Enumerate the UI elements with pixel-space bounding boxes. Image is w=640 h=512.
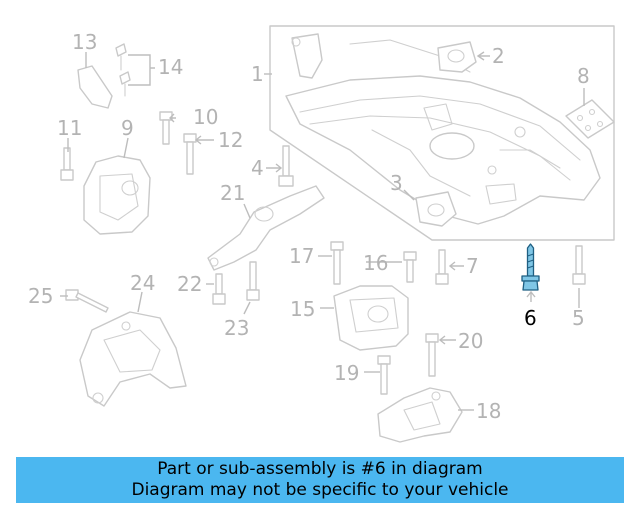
bolt-part-6-highlighted[interactable]	[521, 243, 540, 291]
bolt-part-22	[212, 273, 226, 305]
info-banner: Part or sub-assembly is #6 in diagram Di…	[16, 457, 624, 503]
callout-labels: 1 2 3 4 5 6 7 8 9 10 11 12 13 14 15 16 1…	[28, 30, 590, 423]
banner-line-disclaimer: Diagram may not be specific to your vehi…	[131, 480, 509, 500]
bolt-part-19	[377, 355, 391, 395]
mount-part-3	[415, 191, 457, 227]
bolt-part-23	[246, 261, 260, 301]
callout-9: 9	[121, 116, 134, 140]
bolt-part-5	[572, 245, 586, 285]
callout-19: 19	[334, 361, 359, 385]
transmission-mount-part-15	[333, 285, 409, 351]
callout-7: 7	[466, 254, 479, 278]
callout-20: 20	[458, 329, 483, 353]
torque-arm-part-21	[207, 185, 325, 271]
callout-3: 3	[390, 171, 403, 195]
bolt-part-17	[330, 241, 344, 285]
callout-1: 1	[251, 62, 264, 86]
bolt-part-16	[403, 251, 417, 283]
callout-2: 2	[492, 44, 505, 68]
callout-8: 8	[577, 64, 590, 88]
callout-12: 12	[218, 128, 243, 152]
callout-11: 11	[57, 116, 82, 140]
callout-13: 13	[72, 30, 97, 54]
callout-21: 21	[220, 181, 245, 205]
bolt-part-10	[159, 111, 173, 145]
bolt-part-25	[65, 289, 109, 313]
callout-16: 16	[363, 251, 388, 275]
callout-22: 22	[177, 272, 202, 296]
bolt-part-4	[278, 145, 294, 187]
callout-4: 4	[251, 156, 264, 180]
callout-23: 23	[224, 316, 249, 340]
subframe-part-1	[285, 33, 601, 225]
bracket-part-24	[79, 311, 187, 407]
engine-mount-part-9	[83, 155, 151, 235]
mount-part-2	[437, 41, 477, 73]
bracket-part-13	[77, 65, 113, 109]
leader-lines	[60, 51, 585, 411]
callout-14: 14	[158, 55, 183, 79]
callout-10: 10	[193, 105, 218, 129]
callout-18: 18	[476, 399, 501, 423]
callout-6-highlighted[interactable]: 6	[524, 306, 537, 330]
bolt-part-12	[183, 133, 197, 175]
banner-line-part-number: Part or sub-assembly is #6 in diagram	[157, 459, 483, 479]
parts-diagram: 1 2 3 4 5 6 7 8 9 10 11 12 13 14 15 16 1…	[28, 25, 615, 443]
bolt-part-11	[60, 147, 74, 181]
callout-5: 5	[572, 306, 585, 330]
bolt-part-7	[435, 249, 449, 285]
callout-17: 17	[289, 244, 314, 268]
callout-25: 25	[28, 284, 53, 308]
bolt-part-20	[425, 333, 439, 377]
callout-15: 15	[290, 297, 315, 321]
bolts-part-14	[115, 43, 131, 97]
callout-24: 24	[130, 271, 155, 295]
bracket-part-18	[377, 387, 463, 443]
